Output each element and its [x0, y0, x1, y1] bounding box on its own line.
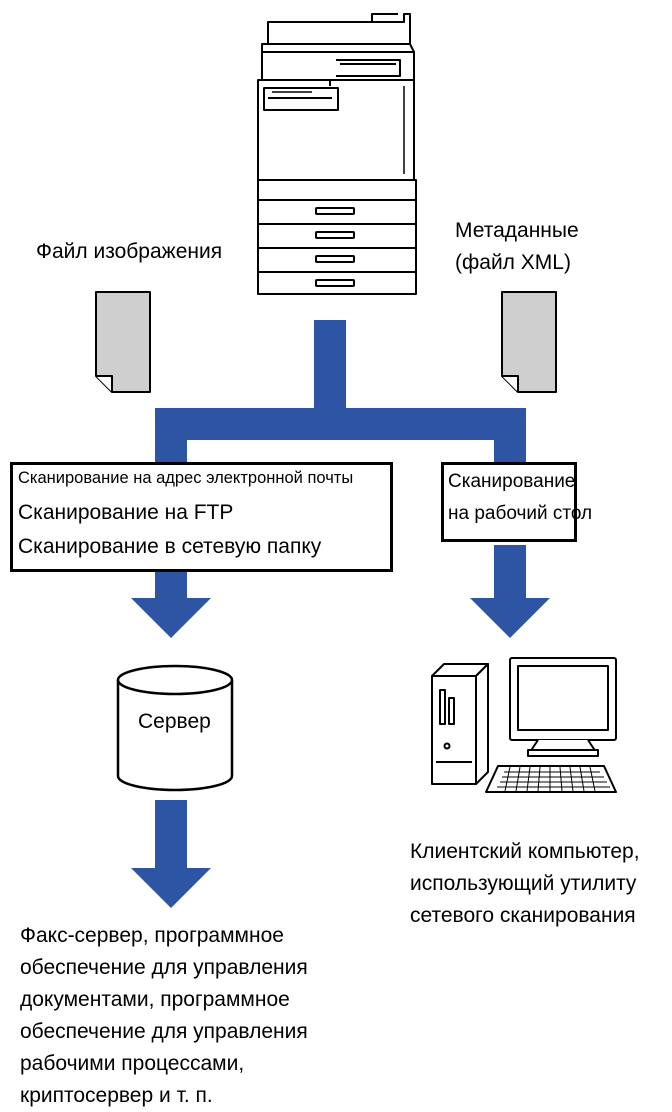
destinations-line: документами, программное: [20, 988, 290, 1011]
metadata-label-line: Метаданные: [455, 219, 579, 242]
server-label: Сервер: [138, 710, 211, 733]
down-arrow-icon: [131, 570, 211, 638]
flow-connector: [155, 320, 526, 464]
server-cylinder-icon: [116, 664, 234, 792]
metadata-label-line: (файл XML): [455, 251, 571, 274]
scan-method-ftp: Сканирование на FTP: [18, 501, 234, 524]
scan-method-desktop-line: на рабочий стол: [448, 503, 593, 524]
image-file-label: Файл изображения: [36, 240, 223, 263]
metadata-label: Метаданные (файл XML): [455, 215, 579, 279]
down-arrow-icon: [131, 800, 211, 908]
destinations-line: криптосервер и т. п.: [20, 1084, 213, 1107]
destinations-line: обеспечение для управления: [20, 1020, 308, 1043]
client-computer-icon: [431, 657, 617, 793]
client-pc-label-line: использующий утилиту: [410, 872, 637, 895]
scan-method-network-folder: Сканирование в сетевую папку: [18, 535, 322, 558]
destinations-label: Факс-сервер, программное обеспечение для…: [20, 920, 308, 1112]
scan-method-email: Сканирование на адрес электронной почты: [18, 469, 354, 487]
left-scan-methods-box: Сканирование на адрес электронной почты …: [10, 462, 393, 572]
down-arrow-icon: [470, 545, 550, 638]
client-pc-label-line: сетевого сканирования: [410, 904, 636, 927]
right-scan-method-box: Сканирование на рабочий стол: [441, 462, 592, 542]
destinations-line: обеспечение для управления: [20, 956, 308, 979]
destinations-line: Факс-сервер, программное: [20, 924, 284, 947]
mfp-printer-icon: [257, 13, 417, 295]
client-pc-label: Клиентский компьютер, использующий утили…: [410, 836, 640, 932]
client-pc-label-line: Клиентский компьютер,: [410, 840, 640, 863]
destinations-line: рабочими процессами,: [20, 1052, 245, 1075]
document-icon: [95, 291, 151, 393]
scan-method-desktop-line: Сканирование: [448, 471, 576, 492]
document-icon: [501, 291, 557, 393]
